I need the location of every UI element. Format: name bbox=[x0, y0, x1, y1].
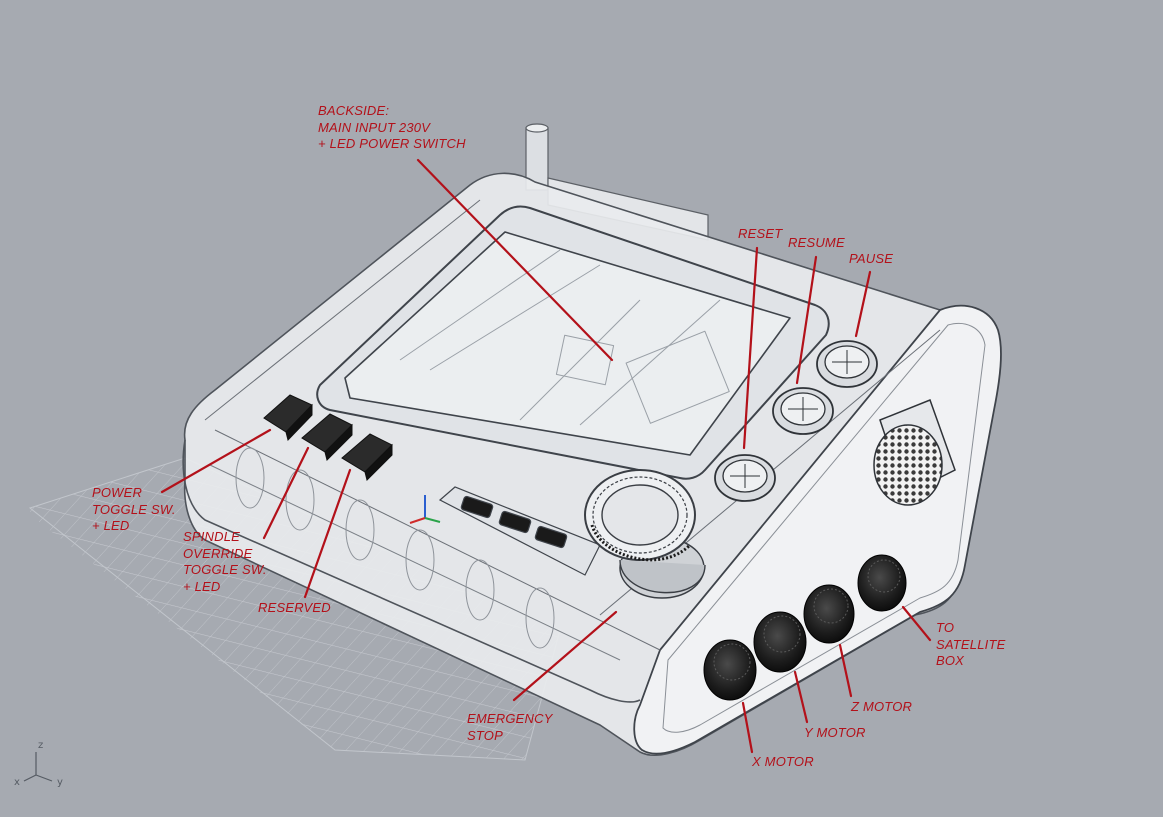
callout-reset: RESET bbox=[738, 226, 783, 241]
power-toggle-switch bbox=[263, 394, 313, 441]
leader-satellite bbox=[901, 605, 932, 642]
axis-label-x: x bbox=[14, 777, 20, 788]
toggle-switches bbox=[263, 394, 393, 481]
reset-button bbox=[714, 454, 776, 502]
fan-grille bbox=[873, 399, 956, 506]
callout-leaders bbox=[160, 158, 932, 754]
motor-knobs bbox=[703, 554, 907, 701]
leader-reset bbox=[742, 246, 759, 450]
push-buttons bbox=[714, 340, 878, 502]
satellite-connector bbox=[857, 554, 907, 612]
z-motor-knob bbox=[803, 584, 855, 644]
bottom-ribs bbox=[235, 447, 555, 649]
callout-pause: PAUSE bbox=[849, 251, 894, 266]
x-motor-knob bbox=[703, 639, 757, 701]
leader-pause bbox=[854, 270, 872, 338]
leader-z-motor bbox=[838, 643, 853, 698]
display bbox=[316, 205, 830, 480]
y-motor-knob bbox=[753, 611, 807, 673]
leader-x-motor bbox=[741, 701, 754, 754]
pause-button bbox=[816, 340, 878, 388]
leader-resume bbox=[795, 255, 818, 385]
axis-label-y: y bbox=[57, 777, 63, 788]
leader-emergency bbox=[512, 610, 618, 702]
leader-power bbox=[160, 428, 272, 494]
leader-backside bbox=[416, 158, 614, 362]
callout-x-motor: X MOTOR bbox=[752, 754, 814, 769]
usb-port-strip bbox=[438, 486, 601, 576]
resume-button bbox=[772, 387, 834, 435]
axis-gizmo bbox=[409, 495, 441, 524]
leader-reserved bbox=[303, 468, 352, 599]
emergency-stop-button bbox=[584, 469, 706, 599]
leader-y-motor bbox=[793, 670, 809, 724]
callout-resume: RESUME bbox=[788, 235, 845, 250]
leader-spindle bbox=[262, 446, 310, 540]
reserved-switch bbox=[341, 433, 393, 481]
world-axis-triad bbox=[23, 752, 53, 782]
axis-label-z: z bbox=[38, 740, 44, 751]
spindle-override-switch bbox=[301, 413, 353, 461]
callout-z-motor: Z MOTOR bbox=[851, 699, 913, 714]
callout-backside: BACKSIDE:MAIN INPUT 230V+ LED POWER SWIT… bbox=[318, 103, 466, 151]
callout-reserved: RESERVED bbox=[258, 600, 331, 615]
callout-y-motor: Y MOTOR bbox=[804, 725, 866, 740]
